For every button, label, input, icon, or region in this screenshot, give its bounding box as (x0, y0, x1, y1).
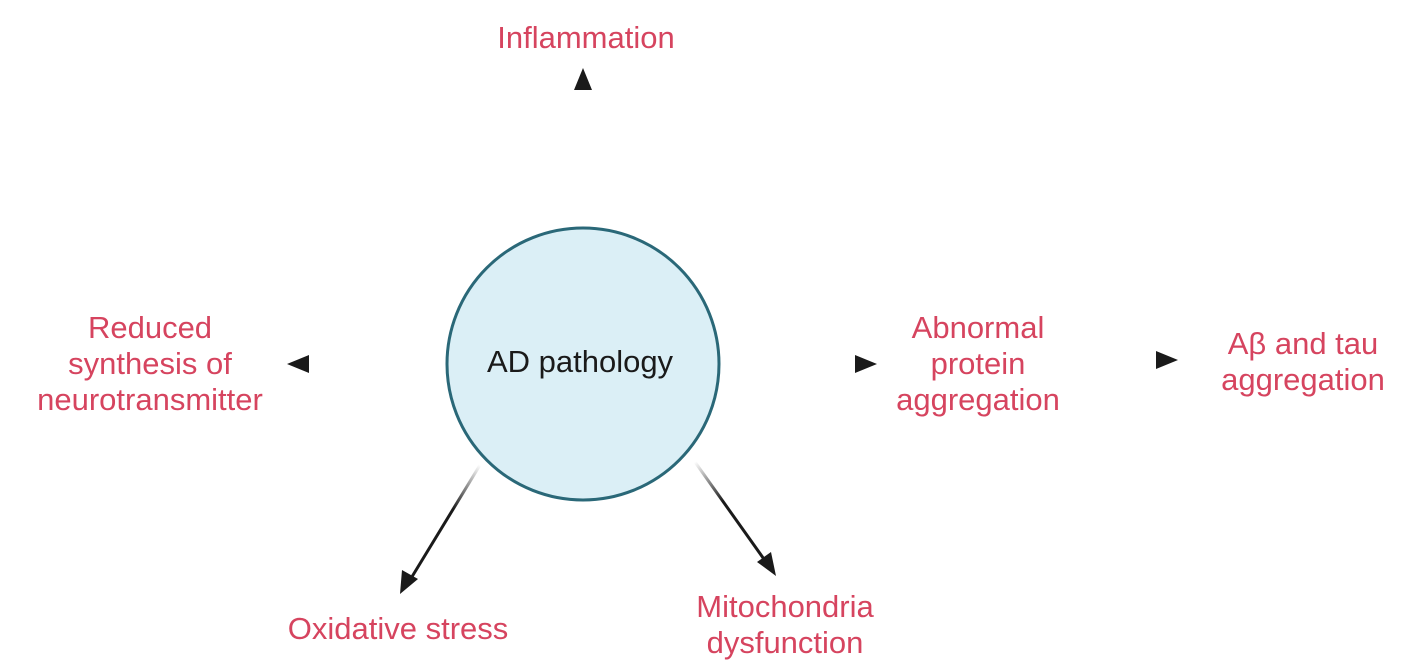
center-circle (445, 226, 721, 502)
node-abeta-tau-line: aggregation (1221, 362, 1385, 397)
node-abeta-tau: Aβ and tau aggregation (1221, 326, 1385, 398)
arrow-to-mitochondria (693, 461, 776, 576)
node-reduced-synthesis: Reduced synthesis of neurotransmitter (37, 310, 263, 418)
node-oxidative-stress: Oxidative stress (288, 611, 509, 647)
arrow-to-inflammation (574, 68, 592, 220)
node-reduced-synthesis-line: neurotransmitter (37, 382, 263, 417)
node-mitochondria-line: Mitochondria (696, 589, 874, 624)
node-reduced-synthesis-line: synthesis of (68, 346, 232, 381)
node-mitochondria-line: dysfunction (706, 625, 864, 660)
center-label: AD pathology (486, 344, 674, 379)
node-abnormal-protein-line: protein (930, 346, 1026, 381)
arrow-to-oxidative-stress (400, 464, 482, 594)
node-inflammation: Inflammation (497, 20, 674, 56)
node-mitochondria: Mitochondria dysfunction (696, 589, 873, 661)
node-oxidative-stress-line: Oxidative stress (287, 611, 509, 646)
arrow-to-abeta-tau (1077, 351, 1178, 369)
node-abnormal-protein-line: Abnormal (911, 310, 1045, 345)
node-abeta-tau-line: Aβ and tau (1227, 326, 1379, 361)
node-abnormal-protein: Abnormal protein aggregation (896, 310, 1060, 418)
node-inflammation-line: Inflammation (497, 20, 675, 55)
arrow-to-reduced-synthesis (287, 355, 440, 373)
node-reduced-synthesis-line: Reduced (87, 310, 213, 345)
arrow-to-abnormal-protein (728, 355, 877, 373)
node-abnormal-protein-line: aggregation (896, 382, 1060, 417)
